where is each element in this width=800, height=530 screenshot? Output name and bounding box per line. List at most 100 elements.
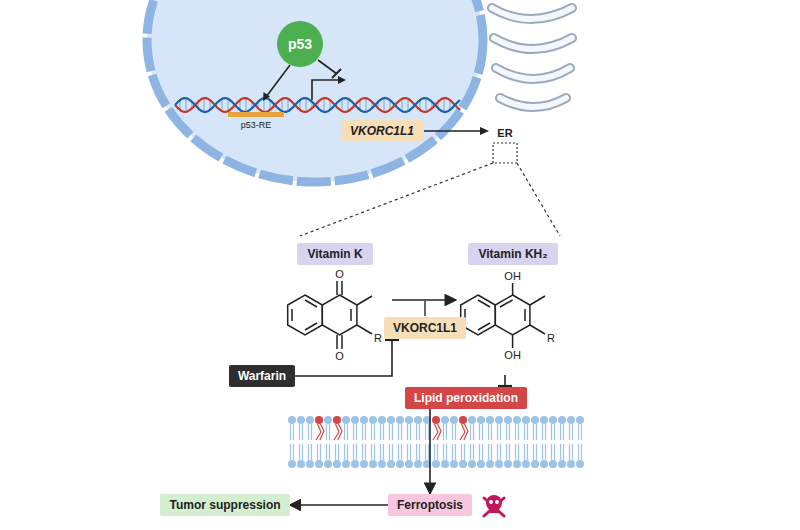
lipid-head: [495, 416, 503, 424]
vitamin-kh2-structure: [461, 283, 545, 348]
base-pair: [384, 98, 385, 112]
lipid-head: [522, 416, 530, 424]
atom-label: R: [547, 332, 555, 344]
lipid-tail: [365, 444, 366, 460]
lipid-tail: [353, 424, 354, 440]
lipid-tail: [374, 424, 375, 440]
connector-line: [295, 340, 392, 376]
lipid-tail: [311, 444, 312, 460]
lipid-tail: [410, 444, 411, 460]
lipid-tail: [464, 424, 468, 440]
transcription-start: [312, 80, 340, 100]
endoplasmic-reticulum: [492, 8, 572, 107]
base-pair: [306, 98, 307, 112]
base-pair: [348, 99, 349, 111]
lipid-head: [324, 416, 332, 424]
node-text: Ferroptosis: [397, 498, 463, 512]
lipid-head: [369, 460, 377, 468]
lipid-tail: [329, 444, 330, 460]
base-pair: [282, 99, 283, 111]
lipid-tail: [371, 424, 372, 440]
base-pair: [288, 99, 289, 111]
lipid-tail: [389, 444, 390, 460]
lipid-tail: [500, 424, 501, 440]
lipid-tail: [416, 444, 417, 460]
lipid-tail: [470, 444, 471, 460]
lipid-tail: [302, 424, 303, 440]
lipid-tail: [554, 424, 555, 440]
lipid-bilayer: [288, 416, 584, 468]
lipid-head: [378, 460, 386, 468]
lipid-head: [486, 416, 494, 424]
lipid-tail: [524, 444, 525, 460]
lipid-head: [531, 460, 539, 468]
lipid-head: [540, 460, 548, 468]
lipid-tail: [491, 444, 492, 460]
lipid-tail: [515, 424, 516, 440]
lipid-tail: [428, 424, 429, 440]
lipid-head: [360, 416, 368, 424]
lipid-tail: [317, 444, 318, 460]
vitamin-k-structure: [288, 281, 372, 349]
lipid-head: [432, 416, 440, 424]
lipid-tail: [290, 444, 291, 460]
lipid-head: [495, 460, 503, 468]
lipid-head: [396, 416, 404, 424]
lipid-head: [576, 416, 584, 424]
lipid-head: [567, 416, 575, 424]
protein-circle: p53: [277, 21, 323, 67]
lipid-tail: [551, 444, 552, 460]
lipid-tail: [443, 444, 444, 460]
lipid-tail: [473, 444, 474, 460]
base-pair: [246, 98, 247, 112]
lipid-head: [468, 416, 476, 424]
inhibition-line: [318, 60, 337, 74]
lipid-head: [297, 460, 305, 468]
lipid-tail: [308, 424, 309, 440]
lipid-head: [342, 460, 350, 468]
lipid-tail: [407, 444, 408, 460]
node-text: Lipid peroxidation: [414, 391, 518, 405]
lipid-tail: [383, 424, 384, 440]
lipid-tail: [569, 444, 570, 460]
enzyme-box: VKORC1L1: [384, 317, 466, 339]
atom-label: O: [335, 350, 344, 362]
lipid-tail: [308, 444, 309, 460]
node-text: Tumor suppression: [169, 498, 280, 512]
lipid-tail: [473, 424, 474, 440]
lipid-tail: [398, 424, 399, 440]
lipid-tail: [344, 424, 345, 440]
lipid-tail: [488, 444, 489, 460]
lipid-tail: [443, 424, 444, 440]
lipid-head: [306, 416, 314, 424]
arrow-connector: [430, 409, 431, 494]
lipid-tail: [347, 444, 348, 460]
lipid-tail: [316, 424, 321, 440]
lipid-head: [513, 460, 521, 468]
lipid-head: [549, 460, 557, 468]
node-text: Warfarin: [238, 369, 286, 383]
inhibition-connector: [295, 340, 399, 376]
lipid-tail: [290, 424, 291, 440]
lipid-head: [297, 416, 305, 424]
lipid-head: [441, 416, 449, 424]
lipid-head: [324, 460, 332, 468]
connector-line: [392, 299, 456, 301]
lipid-tail: [383, 444, 384, 460]
lipid-tail: [299, 424, 300, 440]
dna-strand: [175, 98, 460, 112]
lipid-tail: [437, 444, 438, 460]
lipid-head: [306, 460, 314, 468]
lipid-head: [450, 460, 458, 468]
node-text: VKORC1L1: [350, 124, 414, 138]
lipid-tail: [419, 424, 420, 440]
arrowhead: [338, 76, 346, 84]
lipid-tail: [461, 444, 462, 460]
lipid-head: [531, 416, 539, 424]
lipid-tail: [533, 424, 534, 440]
outcome-box: Tumor suppression: [160, 494, 289, 516]
lipid-tail: [581, 424, 582, 440]
lipid-tail: [293, 424, 294, 440]
lipid-tail: [446, 424, 447, 440]
lipid-head: [432, 460, 440, 468]
